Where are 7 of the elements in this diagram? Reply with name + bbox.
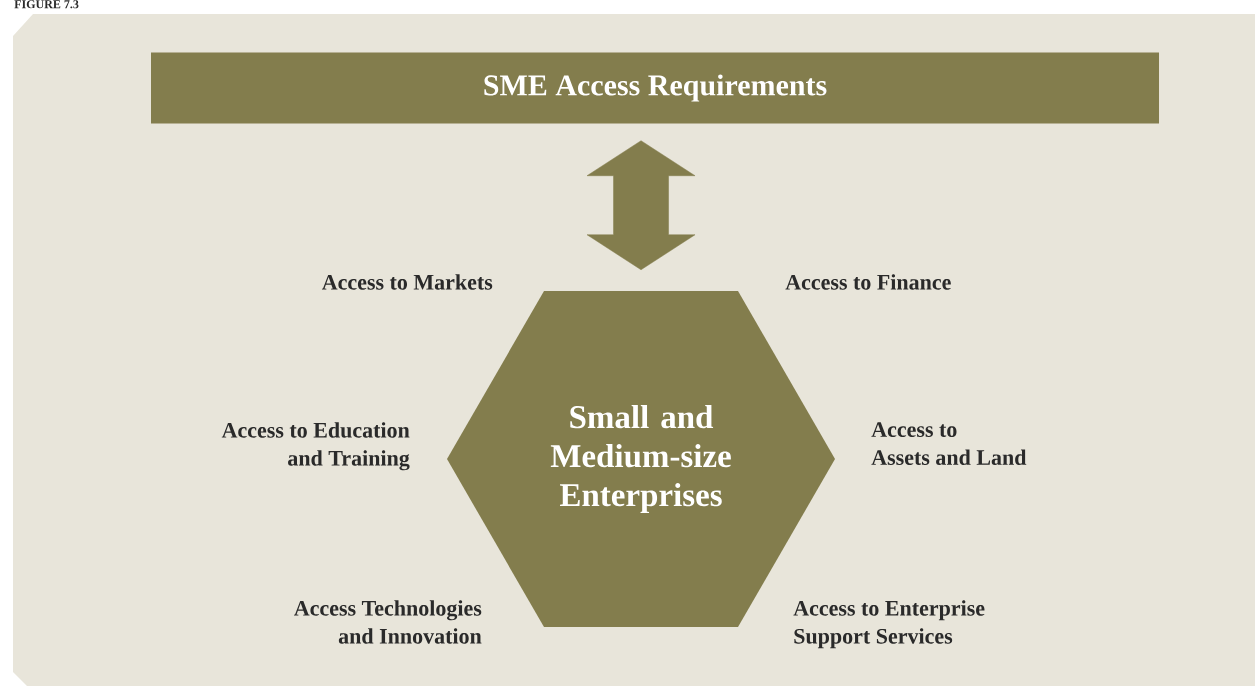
access-label: Access to Markets	[321, 274, 493, 290]
access-label: Access to Assets and Land	[871, 422, 1027, 465]
double-arrow	[586, 140, 696, 270]
access-label: Access to Finance	[785, 274, 951, 290]
title-banner: SME Access Requirements	[151, 52, 1159, 124]
access-label: Access to Education and Training	[221, 422, 410, 471]
figure-title: FIGURE 7.3	[14, 0, 79, 9]
